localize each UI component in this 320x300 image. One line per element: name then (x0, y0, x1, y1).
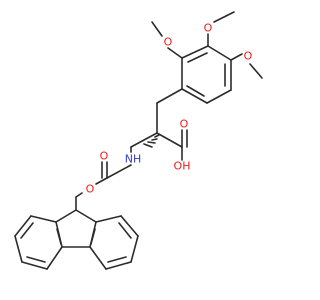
fluorene-bond (75, 209, 97, 223)
atom-label-oxygen: O (204, 22, 213, 35)
atom-label-oxygen: O (180, 118, 189, 131)
ring-bond (181, 45, 209, 59)
fluorene-double-bond (118, 222, 132, 239)
fluorene-bond (14, 235, 23, 263)
methoxy-groups (151, 11, 263, 79)
trimethoxyphenyl-ring (181, 45, 232, 104)
atom-label-oxygen: O (100, 150, 109, 163)
ring-double-bond (186, 85, 205, 97)
fluorene-bond (30, 215, 57, 223)
stereo-hash-bond (143, 134, 160, 148)
ring-bond (206, 89, 232, 104)
fluorene-bond (46, 246, 63, 270)
methoxy-methyl-bond (213, 11, 235, 23)
atom-labels: O O O O OH NH O O (86, 22, 253, 196)
c-o-ester-bond (95, 177, 108, 185)
fluorene-bond (14, 215, 32, 237)
fluorene-bond (95, 215, 122, 223)
fluorene-double-bond (20, 222, 34, 239)
fluorene-bond (89, 246, 107, 270)
molecule-structure: O O O O OH NH O O (14, 11, 263, 270)
atom-label-nitrogen: NH (125, 153, 142, 166)
fluorene-double-bond (90, 228, 96, 245)
fluorene-bond (130, 235, 139, 263)
atom-label-hydroxyl: OH (174, 160, 191, 173)
n-carbonyl-bond (106, 164, 132, 179)
fluorene-double-bond (56, 228, 62, 245)
atom-label-oxygen: O (164, 36, 173, 49)
atom-label-oxygen: O (244, 50, 253, 63)
fluorene-group (14, 209, 139, 270)
fluorene-double-bond (26, 256, 46, 263)
backbone (75, 88, 188, 211)
atom-label-oxygen: O (86, 183, 95, 196)
fluorene-bond (120, 215, 139, 237)
methoxy-methyl-bond (151, 21, 163, 37)
ring-bond (181, 88, 208, 104)
ch-cooh-bond (156, 132, 183, 148)
fluorene-bond (105, 261, 132, 270)
fluorene-bond (21, 261, 48, 270)
methoxy-bond (167, 47, 183, 59)
ring-double-bond (187, 52, 208, 63)
methoxy-bond (230, 53, 243, 61)
ring-bond (207, 45, 232, 61)
fluorene-bond (55, 209, 77, 223)
ch-ch2-bond (130, 132, 158, 148)
methoxy-methyl-bond (249, 63, 263, 79)
molecule-canvas: O O O O OH NH O O (14, 11, 263, 270)
benzyl-bond (156, 88, 183, 104)
fluorene-double-bond (107, 256, 127, 263)
o-ch2-bond (75, 192, 83, 198)
